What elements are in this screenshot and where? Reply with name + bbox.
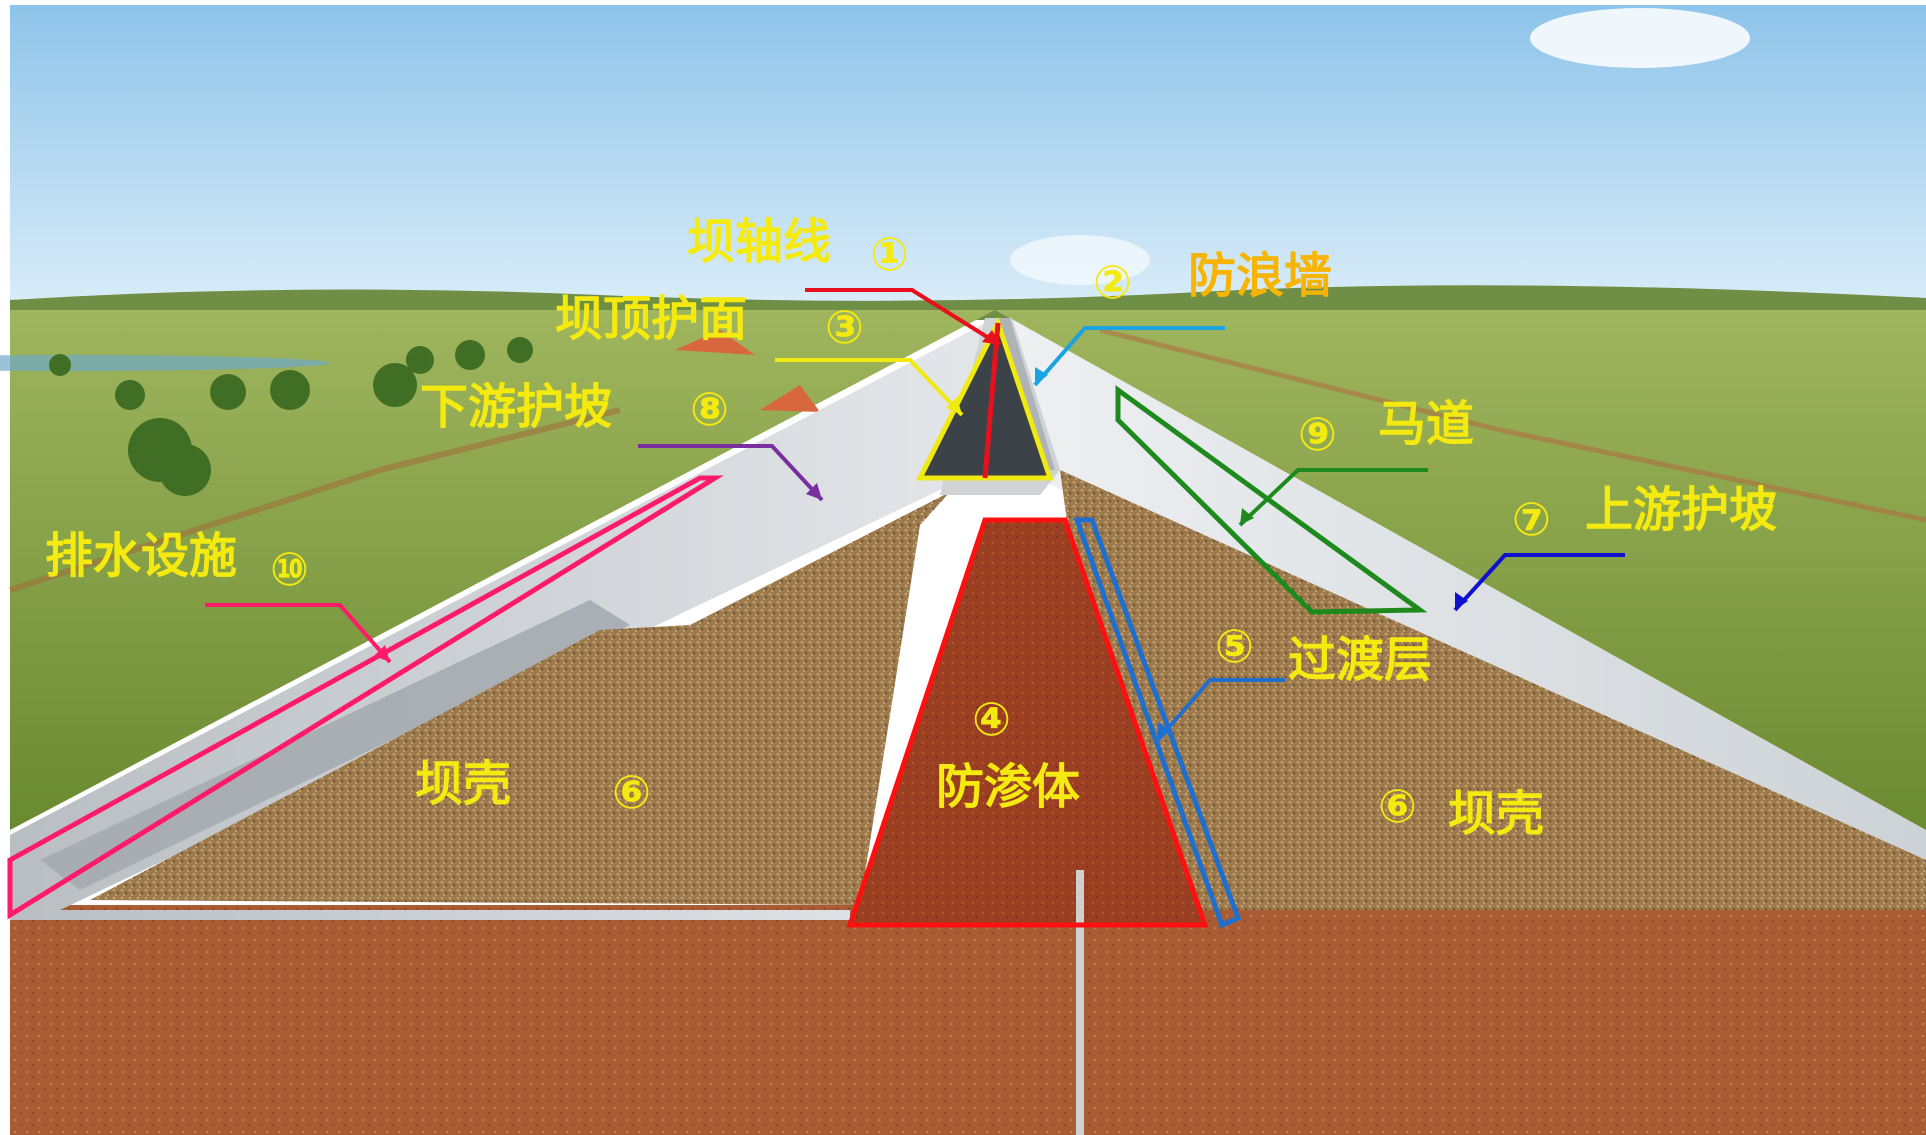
berm-leader — [1238, 468, 1428, 527]
crest-arrowhead — [946, 397, 962, 415]
upstream-leader — [1453, 553, 1625, 612]
transition-leader — [1156, 678, 1285, 742]
transition-arrowhead — [1158, 722, 1171, 740]
cloud — [1010, 235, 1150, 285]
berm-arrowhead — [1240, 508, 1254, 525]
field-path — [1099, 327, 1926, 523]
transition-outline — [1073, 517, 1242, 929]
upstream-slope-number: ⑦ — [1512, 492, 1551, 546]
field-path — [9, 407, 621, 593]
wave-wall-leader — [1033, 326, 1225, 387]
core-fill — [850, 520, 1205, 925]
berm-outline — [1115, 385, 1428, 615]
left-shell — [90, 492, 950, 905]
downstream-drain-strip — [40, 600, 630, 890]
dirt-mound — [675, 330, 755, 355]
wave-wall-number: ② — [1093, 255, 1132, 309]
crest-leader — [775, 358, 964, 417]
dam-axis-label: 坝轴线 — [687, 214, 831, 270]
downstream-leader — [638, 444, 824, 502]
river — [0, 355, 330, 371]
dam-axis-leader — [805, 288, 1002, 347]
drainage-label: 排水设施 — [45, 528, 237, 584]
wave-wall-label: 防浪墙 — [1188, 248, 1332, 304]
downstream-arrowhead — [806, 483, 822, 500]
left-field — [10, 310, 995, 830]
cloud — [1530, 8, 1750, 68]
left-shell-number: ⑥ — [612, 765, 651, 819]
left-shell-label: 坝壳 — [415, 756, 511, 812]
crest-surface-number: ③ — [825, 300, 864, 354]
foundation-ground — [10, 905, 1926, 1135]
core-outline — [846, 517, 1209, 928]
transition-label: 过渡层 — [1288, 632, 1432, 688]
upstream-slope-label: 上游护坡 — [1585, 482, 1777, 538]
right-shell-number: ⑥ — [1378, 779, 1417, 833]
trees — [49, 337, 533, 496]
berm-label: 马道 — [1378, 396, 1474, 452]
downstream-slope-number: ⑧ — [690, 382, 729, 436]
wave-wall-arrowhead — [1035, 367, 1048, 385]
drainage-leader — [205, 603, 392, 664]
right-shell-label: 坝壳 — [1448, 786, 1544, 842]
crest-surface-label: 坝顶护面 — [555, 291, 747, 347]
dam-axis-arrowhead — [982, 330, 1000, 345]
transition-number: ⑤ — [1215, 619, 1254, 673]
core-label: 防渗体 — [936, 759, 1080, 815]
core-number: ④ — [972, 692, 1011, 746]
drainage-number: ⑩ — [270, 542, 309, 596]
dirt-mound — [760, 385, 820, 412]
drainage-arrowhead — [374, 645, 390, 662]
dam-axis-line — [982, 322, 1001, 479]
upstream-arrowhead — [1455, 592, 1468, 610]
dam-axis-number: ① — [870, 227, 909, 281]
downstream-slope-label: 下游护坡 — [420, 379, 612, 435]
berm-number: ⑨ — [1298, 407, 1337, 461]
